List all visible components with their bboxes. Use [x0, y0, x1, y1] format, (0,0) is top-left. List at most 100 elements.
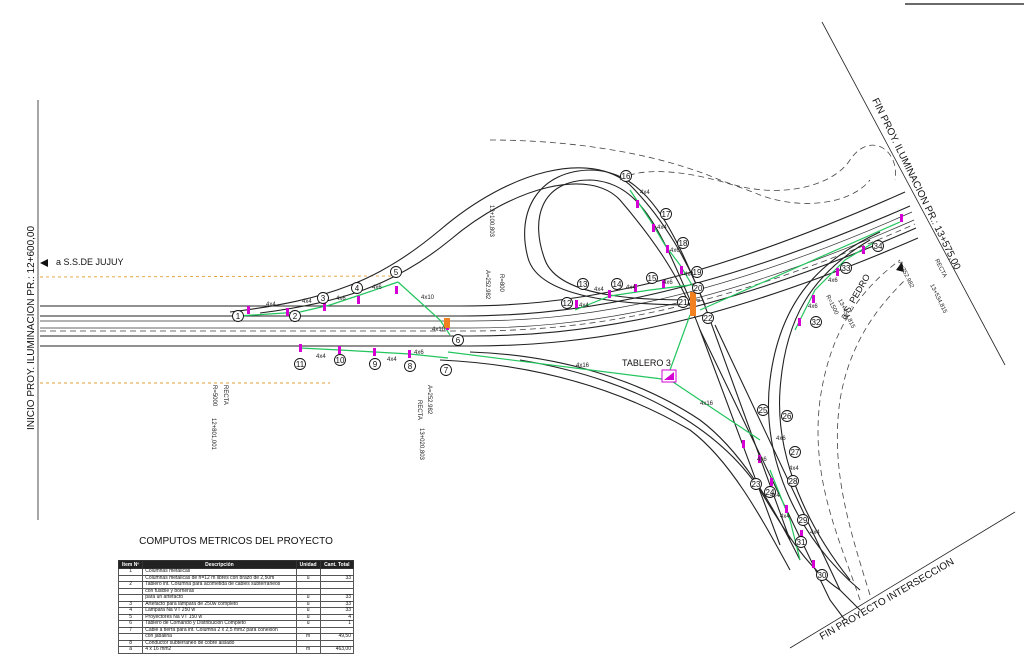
table-cell: 7	[118, 626, 144, 634]
table-cell	[118, 587, 144, 595]
table-cell	[118, 633, 144, 641]
table-cell: 6	[118, 620, 144, 628]
node-marker: 7	[440, 364, 452, 376]
node-marker: 15	[646, 272, 658, 284]
svg-text:11: 11	[296, 360, 305, 369]
arrow-up-icon	[896, 262, 904, 272]
svg-text:22: 22	[704, 314, 713, 323]
table-cell: 33	[319, 574, 354, 582]
svg-text:23: 23	[752, 480, 761, 489]
node-marker: 19	[691, 266, 703, 278]
svg-text:17: 17	[662, 210, 671, 219]
table-cell: 5	[118, 613, 144, 621]
table-cell	[319, 587, 354, 595]
node-marker: 1	[232, 310, 244, 322]
table-cell: a	[118, 646, 144, 654]
svg-text:33: 33	[842, 264, 851, 273]
cable-label: 4x4	[657, 225, 667, 231]
cable-label: 4x4	[780, 514, 790, 520]
radius-label: R=5000	[211, 385, 217, 407]
station-label: 12+801,001	[210, 418, 216, 451]
to-jujuy-label: a S.S.DE JUJUY	[56, 257, 124, 267]
recta-label: RECTA	[933, 258, 947, 279]
table-cell: con jabalina	[142, 633, 297, 641]
node-marker: 12	[561, 297, 573, 309]
node-marker: 29	[797, 514, 809, 526]
cable-label: 4x4	[810, 530, 820, 536]
junction-box	[690, 292, 696, 316]
cable-label: 4x10	[421, 295, 435, 301]
cable-label: 4x4	[302, 299, 312, 305]
table-cell: 49,50	[319, 633, 354, 641]
svg-text:8: 8	[408, 362, 413, 371]
end-boundary-line	[821, 21, 1006, 366]
cable-label: 4x6	[808, 304, 818, 310]
table-cell: 33	[319, 600, 354, 608]
tablero-box	[661, 369, 677, 383]
svg-text:16: 16	[622, 172, 631, 181]
node-marker: 25	[757, 404, 769, 416]
junction-box	[444, 318, 450, 328]
node-marker: 4	[351, 282, 363, 294]
cable-label: 4x6	[828, 278, 838, 284]
table-row: con fusible y borneras	[118, 587, 354, 595]
start-label: INICIO PROY. ILUMINACION PR.: 12+600,00	[26, 226, 37, 430]
radius-label: R=800	[498, 274, 504, 293]
node-marker: 21	[677, 296, 689, 308]
table-cell: 33	[319, 607, 354, 615]
table-cell: con fusible y borneras	[142, 587, 297, 595]
row-line-north	[39, 275, 401, 278]
svg-text:34: 34	[874, 242, 883, 251]
table-cell: 1	[118, 568, 144, 576]
node-marker: 6	[452, 334, 464, 346]
svg-text:28: 28	[789, 477, 798, 486]
node-marker: 24	[764, 486, 776, 498]
cable-label: 4x6	[372, 285, 382, 291]
cable-label: 4x6	[757, 457, 767, 463]
node-marker: 33	[840, 262, 852, 274]
node-marker: 17	[660, 208, 672, 220]
station-label: 13+534,815	[928, 283, 948, 315]
param-label: A=252.982	[426, 385, 432, 415]
node-marker: 32	[810, 316, 822, 328]
table-cell: 2	[118, 581, 144, 589]
recta-label: RECTA	[416, 400, 422, 420]
table-cell: 463,00	[319, 646, 354, 654]
svg-text:18: 18	[679, 239, 688, 248]
cable-label: 4x16	[576, 363, 590, 369]
intersection-boundary-line	[789, 511, 1016, 649]
table-cell: Tablero int. Columna para acometida de c…	[142, 581, 297, 589]
table-cell: 4	[118, 607, 144, 615]
cable-label: 4x4	[266, 302, 276, 308]
svg-text:32: 32	[812, 318, 821, 327]
cable-label: 4x4	[789, 466, 799, 472]
node-marker: 11	[294, 358, 306, 370]
svg-text:19: 19	[693, 268, 702, 277]
col-header: Item Nº	[118, 560, 144, 569]
cable-label: 4x4	[684, 272, 694, 278]
node-marker: 27	[789, 446, 801, 458]
table-cell: Columnas metalicas	[142, 568, 297, 576]
cable-label: 4x4	[579, 303, 589, 309]
node-marker: 13	[577, 278, 589, 290]
node-marker: 8	[404, 360, 416, 372]
table-cell: Artefacto para lámpara de 250w completo	[142, 600, 297, 608]
node-marker: 14	[611, 278, 623, 290]
node-marker: 2	[289, 310, 301, 322]
node-marker: 10	[334, 354, 346, 366]
cable-label: 4x4	[594, 287, 604, 293]
svg-text:6: 6	[456, 336, 461, 345]
cable-label: 4x4	[316, 354, 326, 360]
node-marker: 18	[677, 237, 689, 249]
svg-text:20: 20	[694, 284, 703, 293]
svg-text:31: 31	[797, 538, 806, 547]
svg-text:1: 1	[236, 312, 241, 321]
table-cell: 33	[319, 594, 354, 602]
cable-label: 4x6	[776, 436, 786, 442]
table-row: Columnas metalicas de h=12 m libres con …	[118, 574, 354, 582]
